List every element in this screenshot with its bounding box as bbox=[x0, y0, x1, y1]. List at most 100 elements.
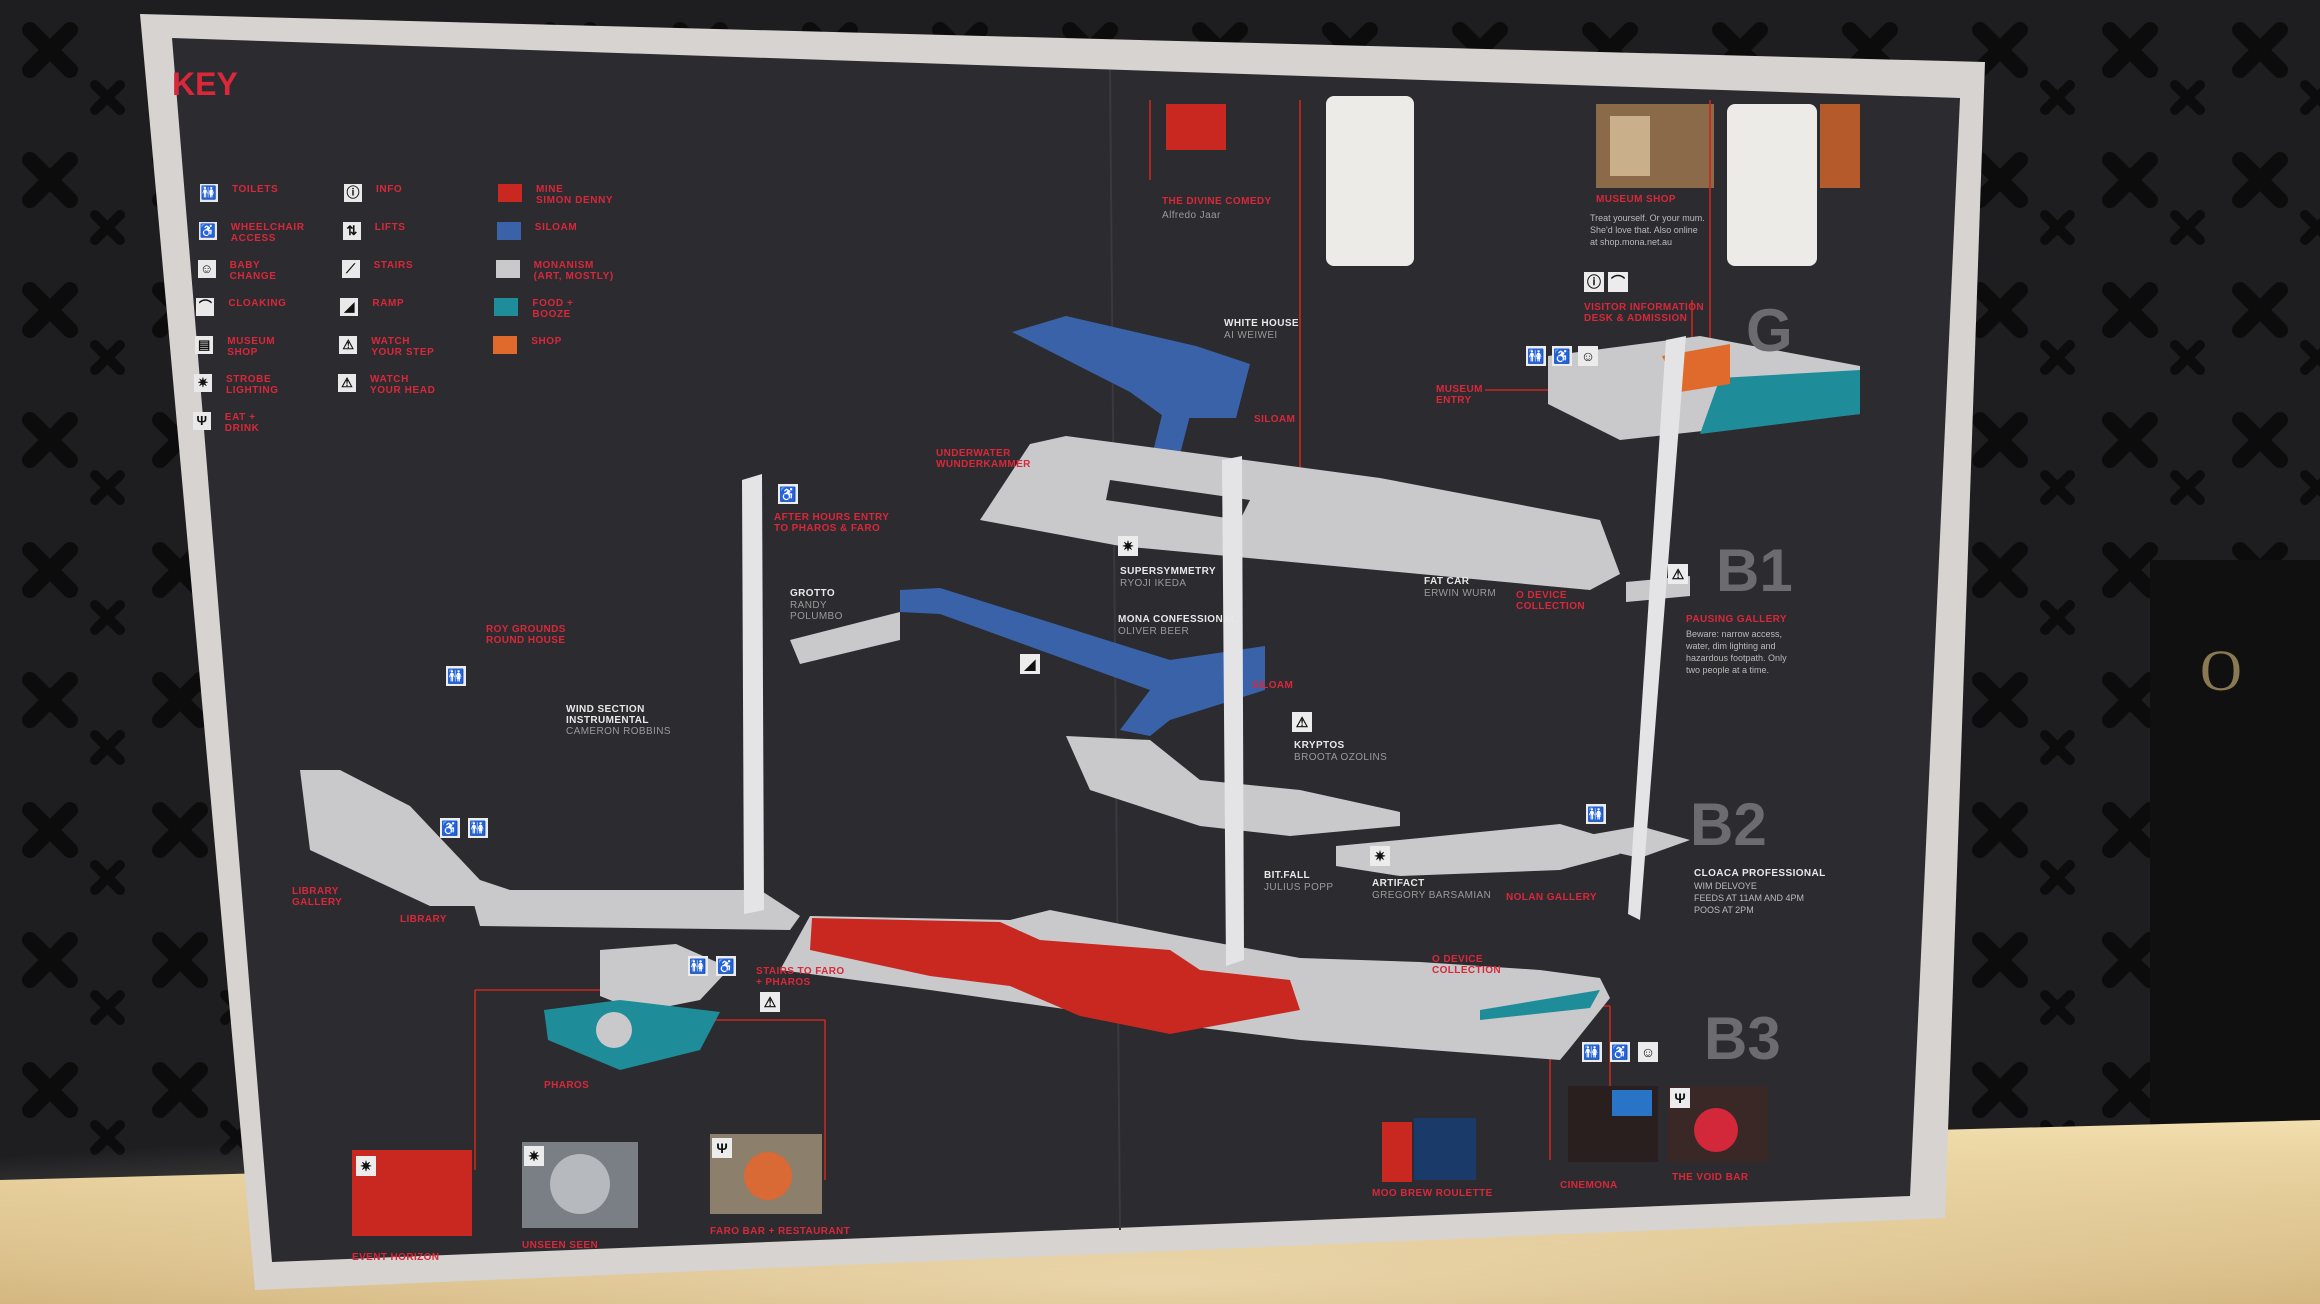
wheelchair-icon: ♿ bbox=[1610, 1042, 1630, 1062]
void-bar-food bbox=[1480, 990, 1600, 1020]
baby-change-icon: ☺ bbox=[1638, 1042, 1658, 1062]
watch-step-icon: ⚠ bbox=[339, 336, 358, 354]
cloaca-label: CLOACA PROFESSIONAL bbox=[1694, 868, 1826, 879]
cinema-screen bbox=[1612, 1090, 1652, 1116]
siloam-mid-label: SILOAM bbox=[1252, 680, 1294, 691]
key-item: ▤ MUSEUM SHOP bbox=[195, 336, 275, 358]
baby-change-icon: ☺ bbox=[1578, 346, 1598, 366]
toilets-icon: 🚻 bbox=[1526, 346, 1546, 366]
color-swatch bbox=[498, 184, 522, 202]
mona-confessional-artist: OLIVER BEER bbox=[1118, 626, 1190, 637]
cutlery-icon: Ψ bbox=[712, 1138, 732, 1158]
key-item: ⟋STAIRS bbox=[341, 260, 414, 278]
stairs-faro-label: STAIRS TO FARO + PHAROS bbox=[756, 966, 845, 988]
kryptos-artist: BROOTA OZOLINS bbox=[1294, 752, 1388, 763]
b1-void bbox=[1106, 480, 1250, 520]
key-item: FOOD + BOOZE bbox=[494, 298, 573, 320]
shop-icon: ▤ bbox=[195, 336, 214, 354]
watch-step-icon: ⚠ bbox=[760, 992, 780, 1012]
lift-shaft-centre bbox=[1222, 456, 1244, 966]
color-swatch bbox=[493, 336, 518, 354]
lift-shaft-west bbox=[742, 474, 764, 914]
faro-bar-label: FARO BAR + RESTAURANT bbox=[710, 1226, 851, 1237]
key-item-label: FOOD + BOOZE bbox=[532, 298, 574, 320]
stairs-icon: ⟋ bbox=[341, 260, 360, 278]
supersymmetry-label: SUPERSYMMETRY bbox=[1120, 566, 1216, 577]
key-item-label: RAMP bbox=[372, 298, 405, 309]
fat-car-label: FAT CAR bbox=[1424, 576, 1470, 587]
level-b2-east bbox=[1336, 824, 1620, 876]
siloam-mid bbox=[900, 588, 1265, 736]
cloak-icon: ⌒ bbox=[196, 298, 215, 316]
faro-dish bbox=[744, 1152, 792, 1200]
level-b2-label: B2 bbox=[1690, 791, 1767, 858]
key-item: ♿WHEELCHAIR ACCESS bbox=[198, 222, 305, 244]
grotto-label: GROTTO bbox=[790, 588, 835, 599]
library-passage bbox=[470, 890, 800, 930]
wind-section-artist: CAMERON ROBBINS bbox=[566, 726, 671, 737]
wheelchair-icon: ♿ bbox=[440, 818, 460, 838]
cinemona-label: CINEMONA bbox=[1560, 1180, 1618, 1191]
moo-brew-photo bbox=[1382, 1122, 1412, 1182]
toilets-icon: 🚻 bbox=[1586, 804, 1606, 824]
level-b1-floor bbox=[980, 436, 1620, 590]
lift-shaft-east bbox=[1628, 336, 1686, 920]
key-item: 🚻 TOILETS bbox=[200, 184, 278, 202]
key-item: MINE SIMON DENNY bbox=[498, 184, 613, 206]
key-item-label: TOILETS bbox=[232, 184, 279, 195]
key-item-label: SHOP bbox=[531, 336, 562, 347]
watch-step-icon: ⚠ bbox=[1668, 564, 1688, 584]
level-b1-label: B1 bbox=[1716, 537, 1793, 604]
key-item: SILOAM bbox=[496, 222, 578, 240]
strobe-icon: ✷ bbox=[194, 374, 212, 392]
moo-brew-photo-2 bbox=[1414, 1118, 1476, 1180]
lift-icon: ⇅ bbox=[342, 222, 361, 240]
key-item-label: WHEELCHAIR ACCESS bbox=[230, 222, 305, 244]
artifact-artist: GREGORY BARSAMIAN bbox=[1372, 890, 1492, 901]
cutlery-icon: Ψ bbox=[192, 412, 211, 430]
kryptos-label: KRYPTOS bbox=[1294, 740, 1345, 751]
toilets-icon: 🚻 bbox=[200, 184, 218, 202]
tape-patch bbox=[1326, 96, 1414, 266]
key-item: ✷ STROBE LIGHTING bbox=[194, 374, 279, 396]
divine-comedy-photo bbox=[1166, 104, 1226, 150]
divine-comedy-label: THE DIVINE COMEDY bbox=[1162, 196, 1272, 207]
key-item-label: EAT + DRINK bbox=[224, 412, 260, 434]
unseen-seen-label: UNSEEN SEEN bbox=[522, 1240, 599, 1251]
color-swatch bbox=[496, 222, 521, 240]
museum-entry-label: MUSEUM ENTRY bbox=[1436, 384, 1483, 406]
visitor-info-label: VISITOR INFORMATION DESK & ADMISSION bbox=[1584, 302, 1705, 324]
toilets-icon: 🚻 bbox=[1582, 1042, 1602, 1062]
nolan-gallery bbox=[1560, 826, 1690, 858]
nolan-gallery-label: NOLAN GALLERY bbox=[1506, 892, 1597, 903]
grotto-artist: RANDY POLUMBO bbox=[790, 600, 843, 622]
photo-edge bbox=[1820, 104, 1860, 188]
key-item-label: MUSEUM SHOP bbox=[227, 336, 276, 358]
moo-brew-label: MOO BREW ROULETTE bbox=[1372, 1188, 1493, 1199]
toilets-icon: 🚻 bbox=[688, 956, 708, 976]
void-bar-label: THE VOID BAR bbox=[1672, 1172, 1749, 1183]
underwater-label: UNDERWATER WUNDERKAMMER bbox=[936, 448, 1031, 470]
key-item-label: BABY CHANGE bbox=[229, 260, 277, 282]
key-item: SHOP bbox=[493, 336, 562, 354]
book-lettering: O bbox=[2200, 638, 2242, 703]
level-g-label: G bbox=[1746, 297, 1793, 364]
cloaca-desc: WIM DELVOYE FEEDS AT 11AM AND 4PM POOS A… bbox=[1694, 881, 1805, 915]
event-horizon-label: EVENT HORIZON bbox=[352, 1252, 440, 1263]
library-label: LIBRARY bbox=[400, 914, 447, 925]
museum-shop-desc: Treat yourself. Or your mum. She'd love … bbox=[1590, 213, 1705, 247]
mine-simon-denny bbox=[810, 918, 1300, 1034]
info-icon: ⓘ bbox=[344, 184, 362, 202]
cloak-icon: ⌒ bbox=[1608, 272, 1628, 292]
key-item: MONANISM (ART, MOSTLY) bbox=[495, 260, 614, 282]
roy-grounds-label: ROY GROUNDS ROUND HOUSE bbox=[486, 624, 566, 646]
key-item-label: MONANISM (ART, MOSTLY) bbox=[533, 260, 614, 282]
key-item-label: STROBE LIGHTING bbox=[226, 374, 279, 396]
white-house-artist: AI WEIWEI bbox=[1224, 330, 1278, 341]
key-item-label: WATCH YOUR STEP bbox=[371, 336, 435, 358]
library-gallery-label: LIBRARY GALLERY bbox=[292, 886, 343, 908]
key-item-label: LIFTS bbox=[374, 222, 406, 233]
